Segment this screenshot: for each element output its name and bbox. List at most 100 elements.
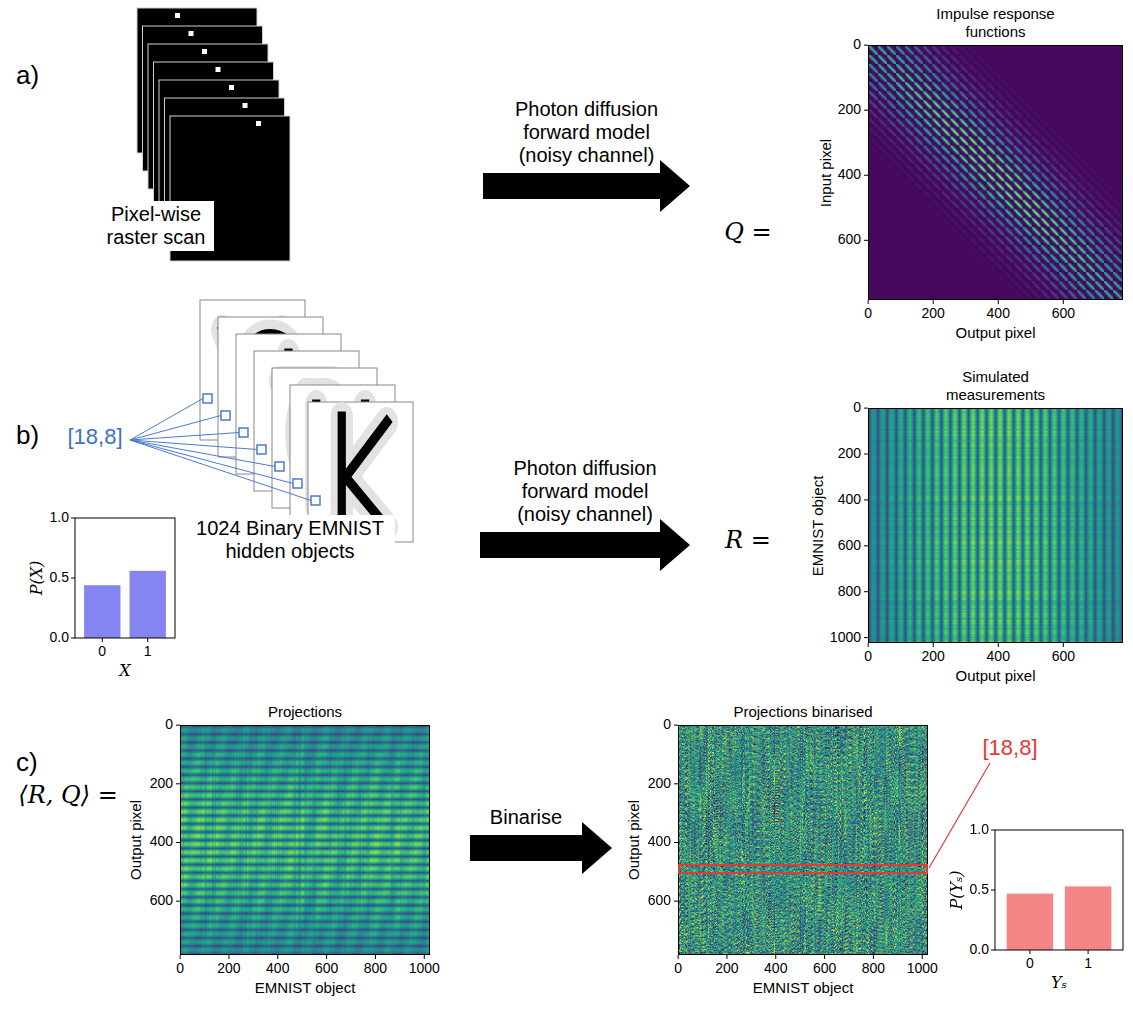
channel-arrow: [470, 822, 612, 874]
scan-pixel: [229, 85, 234, 90]
leader-line: [130, 440, 311, 501]
tick-label: 600: [838, 233, 861, 248]
tick-label: 0: [1026, 956, 1034, 971]
tick-label: 0: [853, 37, 861, 52]
tick-label: 200: [217, 961, 240, 976]
tick-label: 0: [674, 961, 682, 976]
tick-label: 400: [150, 835, 173, 850]
tick-mark: [228, 955, 229, 959]
pixel-marker: [275, 462, 284, 471]
heatmap-image: [181, 726, 429, 954]
probability-bar: [1007, 894, 1054, 950]
axis-label: EMNIST object: [753, 980, 854, 997]
axis-label: Output pixel: [626, 800, 643, 880]
inner-product: ⟨R, Q⟩ =: [18, 782, 117, 808]
tick-mark: [424, 955, 425, 959]
tick-mark: [1063, 643, 1064, 647]
channel-arrow: [480, 519, 690, 571]
tick-mark: [991, 950, 995, 951]
pixel-marker: [221, 411, 230, 420]
tick-label: 400: [266, 961, 289, 976]
tick-mark: [933, 300, 934, 304]
tick-mark: [991, 830, 995, 831]
tick-label: 0: [864, 306, 872, 321]
tick-label: 200: [838, 103, 861, 118]
scan-pixel: [243, 103, 248, 108]
plot-title: Projections: [185, 703, 425, 721]
tick-label: 400: [838, 168, 861, 183]
plot-title: Projections binarised: [683, 703, 923, 721]
glyph-stroke: [342, 417, 387, 527]
tick-label: 1000: [907, 961, 938, 976]
plot-title: Impulse response functions: [921, 5, 1071, 41]
leader-line: [929, 763, 990, 868]
tick-label: 0.5: [970, 882, 989, 897]
tick-label: 200: [150, 776, 173, 791]
tick-label: 600: [1052, 649, 1075, 664]
tick-mark: [102, 638, 103, 642]
chart-axes: [75, 518, 175, 638]
tick-label: 600: [813, 961, 836, 976]
tick-label: 200: [922, 306, 945, 321]
tick-mark: [726, 955, 727, 959]
heatmap-plot: Projections: [180, 725, 430, 955]
tick-label: 600: [315, 961, 338, 976]
tick-label: 0: [176, 961, 184, 976]
leader-line: [130, 440, 275, 467]
tick-mark: [998, 300, 999, 304]
tick-label: 600: [1052, 306, 1075, 321]
channel-arrow: [483, 160, 690, 212]
tick-label: 200: [838, 446, 861, 461]
tick-mark: [71, 638, 75, 639]
chart-axes: [995, 830, 1123, 950]
pixel-marker: [293, 479, 302, 488]
tick-label: 0: [853, 400, 861, 415]
glyph-halo: [342, 417, 387, 527]
tick-label: 600: [150, 893, 173, 908]
tick-label: 1: [1084, 956, 1092, 971]
scan-pixel: [189, 31, 194, 36]
tick-mark: [180, 955, 181, 959]
tick-mark: [868, 643, 869, 647]
tick-label: 0: [864, 649, 872, 664]
tick-mark: [326, 955, 327, 959]
tick-label: 600: [648, 893, 671, 908]
tick-label: 800: [862, 961, 885, 976]
axis-label: Output pixel: [955, 668, 1035, 685]
axis-label: EMNIST object: [255, 980, 356, 997]
row-highlight: [678, 864, 928, 874]
stack-caption: 1024 Binary EMNIST hidden objects: [185, 515, 395, 565]
tick-mark: [991, 890, 995, 891]
probability-bar: [1065, 886, 1112, 950]
probability-bar: [130, 571, 166, 638]
tick-label: 600: [838, 538, 861, 553]
raster-scan-stack: Pixel-wise raster scan: [98, 5, 298, 267]
tick-label: 200: [715, 961, 738, 976]
axis-label: Input pixel: [818, 138, 835, 206]
heatmap-plot: Simulated measurements: [868, 408, 1123, 643]
tick-label: 200: [648, 776, 671, 791]
leader-line: [130, 416, 221, 441]
arrow-label: Photon diffusion forward model (noisy ch…: [500, 457, 670, 526]
tick-mark: [775, 955, 776, 959]
tick-mark: [998, 643, 999, 647]
tick-label: 0.0: [50, 630, 69, 645]
leader-line: [130, 440, 293, 484]
axis-label: Yₛ: [1051, 974, 1067, 992]
scan-pixel: [256, 121, 261, 126]
tick-mark: [71, 518, 75, 519]
leader-line: [130, 399, 203, 441]
tick-label: 0: [663, 717, 671, 732]
matrix-symbol: Q =: [724, 219, 771, 245]
tick-mark: [824, 955, 825, 959]
tick-label: 0: [98, 644, 106, 659]
heatmap-image: [679, 726, 927, 954]
tick-mark: [922, 955, 923, 959]
tick-label: 800: [838, 584, 861, 599]
axis-label: Output pixel: [128, 800, 145, 880]
emnist-glyph: [342, 417, 387, 527]
stack-caption: Pixel-wise raster scan: [98, 201, 214, 251]
heatmap-plot: Projections binarised: [678, 725, 928, 955]
scan-pixel: [202, 49, 207, 54]
pixel-marker: [257, 445, 266, 454]
